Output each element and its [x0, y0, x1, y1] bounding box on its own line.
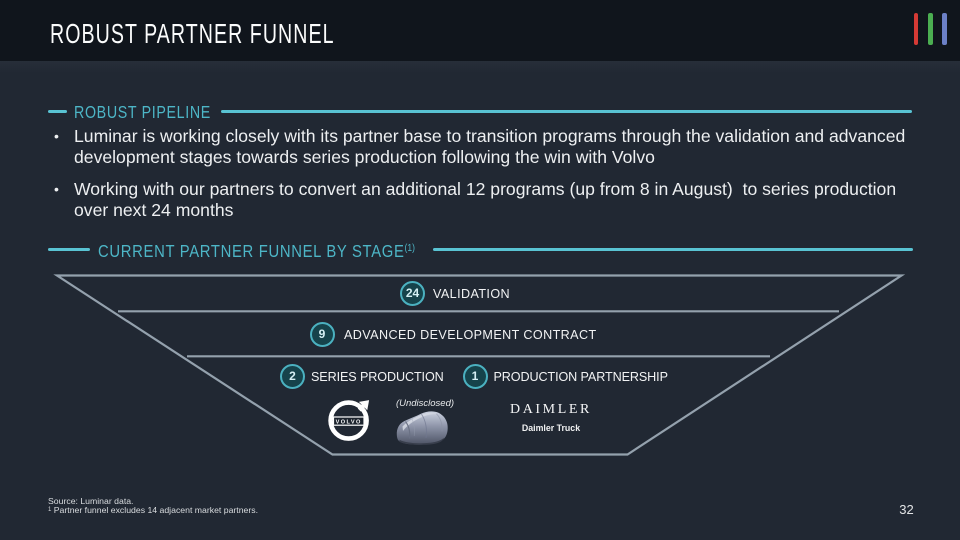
svg-text:VOLVO: VOLVO [336, 420, 362, 426]
